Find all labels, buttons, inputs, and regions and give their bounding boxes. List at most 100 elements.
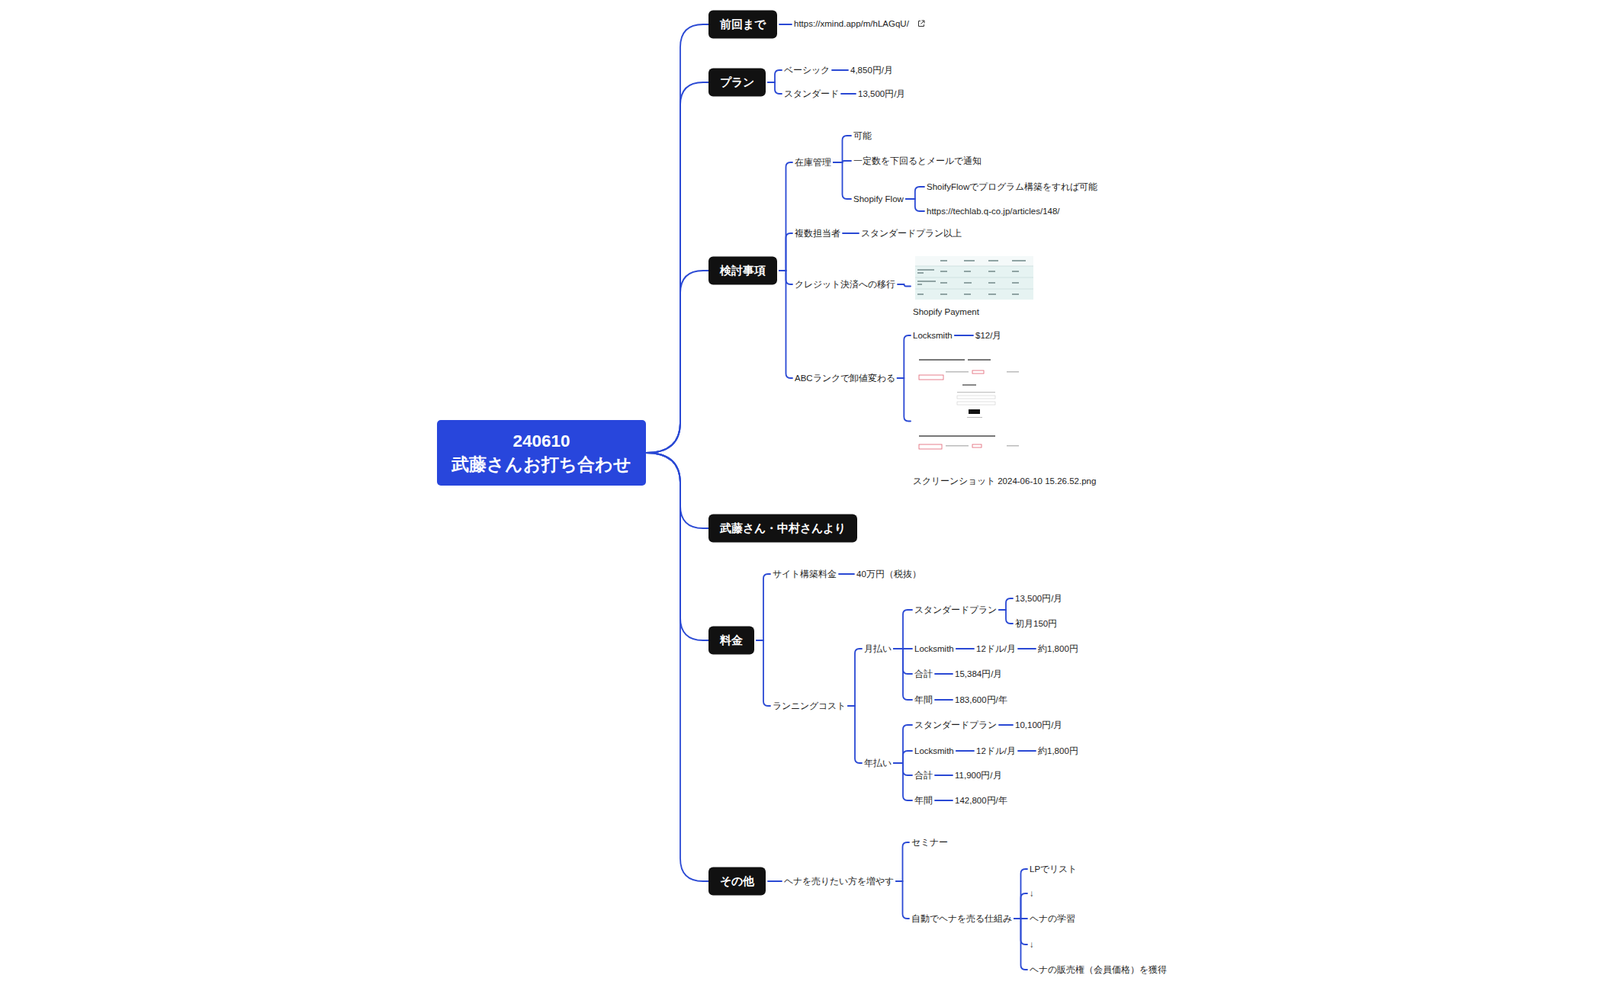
- subtopic: スタンダードプラン: [914, 603, 997, 617]
- topic-text: Locksmith: [912, 330, 953, 341]
- topic-text: Locksmith: [914, 643, 955, 655]
- topic-text: $12/月: [975, 330, 1002, 341]
- subtopic: 4,850円/月: [850, 63, 894, 78]
- topic-text: 武藤さん・中村さんより: [719, 522, 846, 535]
- subtopic: Locksmith: [912, 328, 953, 343]
- subtopic: 月払い: [864, 642, 892, 656]
- branch-line: [645, 453, 709, 641]
- branch-line: [897, 284, 911, 287]
- branch-line: [893, 725, 913, 764]
- image-topic: スクリーンショット 2024-06-10 15.26.52.png: [912, 355, 1096, 488]
- main-topic: 料金: [708, 626, 755, 656]
- subtopic: https://xmind.app/m/hLAGqU/: [793, 16, 926, 31]
- branch-line: [833, 135, 852, 163]
- topic-text: 15,384円/月: [954, 668, 1003, 680]
- branch-line: [896, 842, 910, 882]
- subtopic: 11,900円/月: [954, 768, 1003, 783]
- topic-text: 12ドル/月: [976, 745, 1016, 757]
- subtopic: Locksmith: [914, 642, 955, 656]
- topic-text: 自動でヘナを売る仕組み: [911, 913, 1013, 925]
- topic-text: 複数担当者: [794, 228, 841, 239]
- subtopic: 40万円（税抜）: [856, 567, 922, 582]
- topic-text: LPでリスト: [1029, 864, 1077, 875]
- topic-text: 年間: [914, 694, 933, 706]
- topic-text: 合計: [914, 668, 933, 680]
- branch-line: [934, 774, 953, 777]
- branch-line: [645, 82, 709, 454]
- branch-line: [906, 199, 925, 212]
- link-icon: [917, 19, 926, 28]
- subtopic: Shopify Flow: [853, 192, 904, 206]
- topic-text: 約1,800円: [1037, 745, 1079, 757]
- topic-text: ShoifyFlowでプログラム構築をすれば可能: [926, 181, 1098, 193]
- branch-line: [779, 270, 793, 379]
- topic-text: 40万円（税抜）: [856, 568, 922, 580]
- subtopic: 13,500円/月: [1015, 591, 1063, 606]
- subtopic: スタンダードプラン: [914, 718, 997, 733]
- branch-line: [832, 69, 849, 71]
- branch-line: [848, 648, 862, 707]
- branch-line: [896, 881, 910, 919]
- topic-text: https://techlab.q-co.jp/articles/148/: [926, 205, 1061, 217]
- subtopic: 183,600円/年: [954, 693, 1008, 707]
- branch-line: [999, 610, 1013, 624]
- branch-line: [1014, 893, 1028, 919]
- branch-line: [897, 378, 911, 422]
- branch-line: [841, 93, 856, 95]
- branch-line: [838, 573, 855, 576]
- topic-text: 年間: [914, 795, 933, 807]
- subtopic: 15,384円/月: [954, 667, 1003, 682]
- subtopic: サイト構築料金: [772, 567, 837, 582]
- topic-text: 検討事項: [719, 264, 766, 277]
- subtopic: 一定数を下回るとメールで通知: [853, 154, 982, 168]
- topic-text: 11,900円/月: [954, 770, 1003, 781]
- branch-line: [999, 598, 1013, 611]
- branch-line: [779, 23, 792, 26]
- topic-text: スタンダードプラン: [914, 719, 997, 731]
- subtopic: 10,100円/月: [1015, 718, 1063, 733]
- topic-text: 在庫管理: [794, 157, 832, 168]
- branch-line: [897, 335, 911, 379]
- subtopic: ヘナを売りたい方を増やす: [783, 874, 894, 889]
- subtopic: $12/月: [975, 328, 1002, 343]
- image-topic: Shopify Payment: [912, 256, 1034, 317]
- branch-line: [645, 24, 709, 454]
- topic-text: 183,600円/年: [954, 694, 1008, 706]
- branch-line: [934, 800, 953, 802]
- topic-text: ABCランクで卸値変わる: [794, 372, 896, 384]
- subtopic: クレジット決済への移行: [794, 277, 896, 292]
- image-caption: スクリーンショット 2024-06-10 15.26.52.png: [912, 475, 1096, 488]
- branch-line: [767, 70, 782, 83]
- topic-text: 240610 武藤さんお打ち合わせ: [450, 429, 633, 477]
- topic-text: スタンダードプラン以上: [861, 228, 962, 239]
- topic-text: 料金: [719, 634, 743, 647]
- topic-text: 月払い: [864, 643, 892, 655]
- screenshot-image: [915, 355, 1026, 455]
- branch-line: [893, 763, 913, 776]
- subtopic: 合計: [914, 667, 933, 682]
- branch-line: [906, 186, 925, 200]
- branch-line: [893, 610, 913, 649]
- subtopic: ベーシック: [783, 63, 830, 78]
- branch-line: [1014, 918, 1028, 971]
- topic-text: 年払い: [864, 758, 892, 769]
- subtopic: ABCランクで卸値変わる: [794, 371, 896, 386]
- topic-text: 13,500円/月: [857, 88, 906, 100]
- topic-text: ヘナの学習: [1029, 913, 1076, 925]
- subtopic: 合計: [914, 768, 933, 783]
- branch-line: [954, 334, 974, 337]
- topic-text: スタンダード: [783, 88, 839, 100]
- topic-text: https://xmind.app/m/hLAGqU/: [793, 18, 910, 29]
- topic-text: その他: [719, 875, 755, 888]
- branch-line: [842, 232, 859, 235]
- topic-text: 前回まで: [719, 18, 766, 31]
- subtopic: ↓: [1029, 886, 1035, 901]
- branch-line: [779, 162, 793, 271]
- subtopic: 12ドル/月: [976, 744, 1016, 759]
- branch-line: [833, 160, 852, 163]
- subtopic: ヘナの販売権（会員価格）を獲得: [1029, 963, 1167, 977]
- main-topic: 検討事項: [708, 257, 778, 286]
- subtopic: スタンダードプラン以上: [861, 226, 962, 241]
- subtopic: 142,800円/年: [954, 793, 1008, 808]
- main-topic: その他: [708, 867, 766, 897]
